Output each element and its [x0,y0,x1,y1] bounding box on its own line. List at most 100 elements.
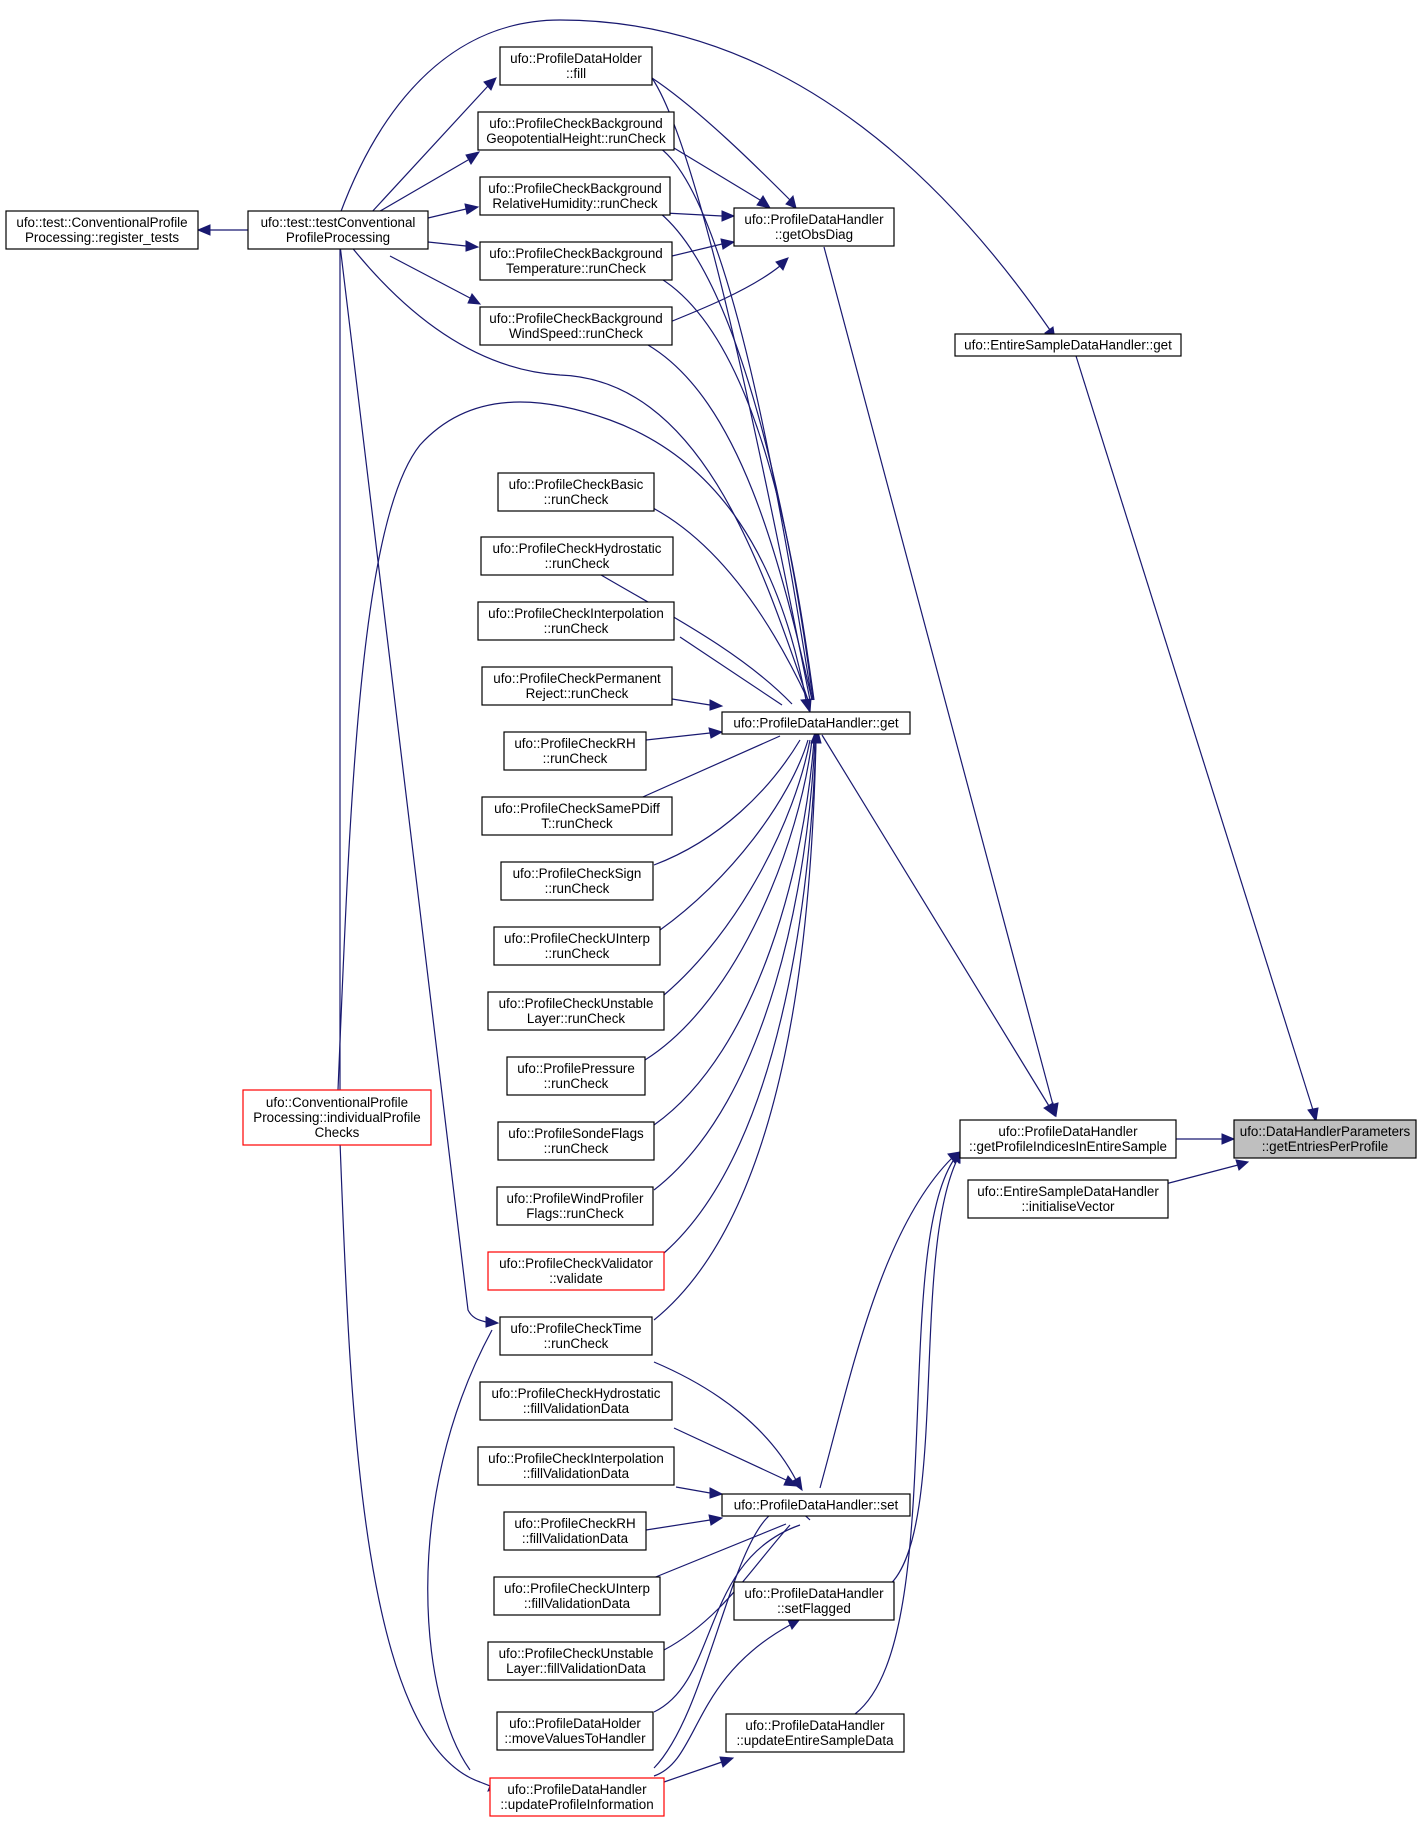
node-bgTemp[interactable]: ufo::ProfileCheckBackgroundTemperature::… [479,241,673,281]
node-unstableFill[interactable]: ufo::ProfileCheckUnstableLayer::fillVali… [487,1641,665,1681]
node-label: ufo::ProfileCheckBasic [509,477,644,492]
node-setFlagged[interactable]: ufo::ProfileDataHandler::setFlagged [733,1581,895,1621]
node-box [721,1493,911,1517]
node-esGet[interactable]: ufo::EntireSampleDataHandler::get [954,333,1182,357]
node-uinterpFill[interactable]: ufo::ProfileCheckUInterp::fillValidation… [493,1576,661,1616]
node-label: ufo::ProfileCheckRH [514,736,635,751]
node-label: ::runCheck [545,946,610,961]
node-box [725,1713,905,1753]
node-bgGeo[interactable]: ufo::ProfileCheckBackgroundGeopotentialH… [477,111,675,151]
edge-timeCheck-pdhSet [653,1361,803,1492]
edge-updEntire-getIdx [854,1151,961,1715]
node-label: ufo::ProfileCheckHydrostatic [492,1386,661,1401]
node-label: ufo::ProfileDataHolder [509,1716,641,1731]
node-label: ufo::ProfileDataHandler [507,1782,647,1797]
node-hydro[interactable]: ufo::ProfileCheckHydrostatic::runCheck [480,536,674,576]
node-updEntire[interactable]: ufo::ProfileDataHandler::updateEntireSam… [725,1713,905,1753]
node-uinterp[interactable]: ufo::ProfileCheckUInterp::runCheck [493,926,661,966]
node-hydroFill[interactable]: ufo::ProfileCheckHydrostatic::fillValida… [479,1381,673,1421]
node-updProfile[interactable]: ufo::ProfileDataHandler::updateProfileIn… [489,1777,665,1817]
node-indiv[interactable]: ufo::ConventionalProfileProcessing::indi… [242,1089,432,1146]
node-bgRH[interactable]: ufo::ProfileCheckBackgroundRelativeHumid… [479,176,671,216]
node-label: T::runCheck [541,816,613,831]
node-validator[interactable]: ufo::ProfileCheckValidator::validate [487,1251,665,1291]
node-pdhSet[interactable]: ufo::ProfileDataHandler::set [721,1493,911,1517]
node-label: ufo::ProfileCheckBackground [489,311,662,326]
edge-holderFill-pdhGet [651,77,811,701]
edge-testConv-bgTemp [427,240,480,252]
node-box [479,1381,673,1421]
edge-sign-pdhGet [653,739,801,866]
node-label: ProfileProcessing [286,230,390,245]
edge-sonde-pdhGet [653,739,815,1126]
node-label: ufo::DataHandlerParameters [1240,1124,1411,1139]
node-interp[interactable]: ufo::ProfileCheckInterpolation::runCheck [477,601,675,641]
node-interpFill[interactable]: ufo::ProfileCheckInterpolation::fillVali… [477,1446,675,1486]
node-pdhGet[interactable]: ufo::ProfileDataHandler::get [721,711,911,735]
node-holderFill[interactable]: ufo::ProfileDataHolder::fill [499,46,653,86]
edge-bgRH-pdhGet [659,212,814,701]
node-label: ufo::ProfileDataHandler::set [734,1498,899,1513]
node-label: ::fill [566,66,586,81]
node-label: ufo::ProfileSondeFlags [508,1126,644,1141]
node-label: ufo::test::testConventional [261,215,416,230]
node-obsDiag[interactable]: ufo::ProfileDataHandler::getObsDiag [733,207,895,247]
node-box [489,1777,665,1817]
edge-pressure-pdhGet [644,739,813,1061]
node-label: Temperature::runCheck [506,261,646,276]
node-target[interactable]: ufo::DataHandlerParameters::getEntriesPe… [1233,1119,1417,1159]
node-rhFill[interactable]: ufo::ProfileCheckRH::fillValidationData [503,1511,647,1551]
node-initVec[interactable]: ufo::EntireSampleDataHandler::initialise… [967,1179,1169,1219]
node-box [493,1576,661,1616]
node-label: ufo::ProfileCheckRH [514,1516,635,1531]
edge-hydroFill-pdhSet [673,1427,799,1487]
node-label: ::fillValidationData [523,1466,630,1481]
node-testConv[interactable]: ufo::test::testConventionalProfileProces… [247,210,429,250]
node-box [477,111,675,151]
node-label: ::getProfileIndicesInEntireSample [969,1139,1167,1154]
node-sonde[interactable]: ufo::ProfileSondeFlags::runCheck [497,1121,655,1161]
node-timeCheck[interactable]: ufo::ProfileCheckTime::runCheck [499,1316,653,1356]
node-label: RelativeHumidity::runCheck [492,196,658,211]
node-label: Checks [315,1125,360,1140]
node-getIdx[interactable]: ufo::ProfileDataHandler::getProfileIndic… [959,1119,1177,1159]
node-label: ::runCheck [544,1141,609,1156]
node-regTests[interactable]: ufo::test::ConventionalProfileProcessing… [5,210,199,250]
node-label: ::initialiseVector [1021,1199,1115,1214]
node-pressure[interactable]: ufo::ProfilePressure::runCheck [506,1056,646,1096]
node-box [477,601,675,641]
node-label: ufo::ProfileCheckHydrostatic [493,541,662,556]
node-box [733,207,895,247]
node-label: ufo::ProfileDataHolder [510,51,642,66]
node-label: ufo::EntireSampleDataHandler [977,1184,1159,1199]
node-label: Processing::register_tests [25,230,179,245]
edge-obsDiag-getIdx [823,246,1059,1118]
node-box [721,711,911,735]
node-label: ufo::ProfileCheckUnstable [499,996,654,1011]
node-rh[interactable]: ufo::ProfileCheckRH::runCheck [503,731,647,771]
node-label: ufo::ProfileCheckSamePDiff [494,801,660,816]
node-label: ::getEntriesPerProfile [1262,1139,1389,1154]
node-box [497,1121,655,1161]
node-box [499,1316,653,1356]
node-label: WindSpeed::runCheck [509,326,643,341]
edge-esGet-target [1075,355,1319,1123]
node-bgWind[interactable]: ufo::ProfileCheckBackgroundWindSpeed::ru… [479,306,673,346]
node-box [247,210,429,250]
edge-indiv-pdhGet [337,401,812,1091]
edge-testConv-esGet [339,19,1056,342]
edge-testConv-regTests [196,224,248,236]
node-perm[interactable]: ufo::ProfileCheckPermanentReject::runChe… [481,666,673,706]
node-moveVals[interactable]: ufo::ProfileDataHolder::moveValuesToHand… [496,1711,654,1751]
edge-rh-pdhGet [645,727,724,741]
node-label: ::runCheck [545,881,610,896]
node-sign[interactable]: ufo::ProfileCheckSign::runCheck [500,861,654,901]
node-basic[interactable]: ufo::ProfileCheckBasic::runCheck [497,472,655,512]
node-label: ::getObsDiag [775,227,853,242]
edge-updProfile-timeCheck [427,1329,493,1771]
node-label: ufo::ProfileCheckBackground [489,116,662,131]
node-label: ufo::ProfileCheckInterpolation [488,606,664,621]
